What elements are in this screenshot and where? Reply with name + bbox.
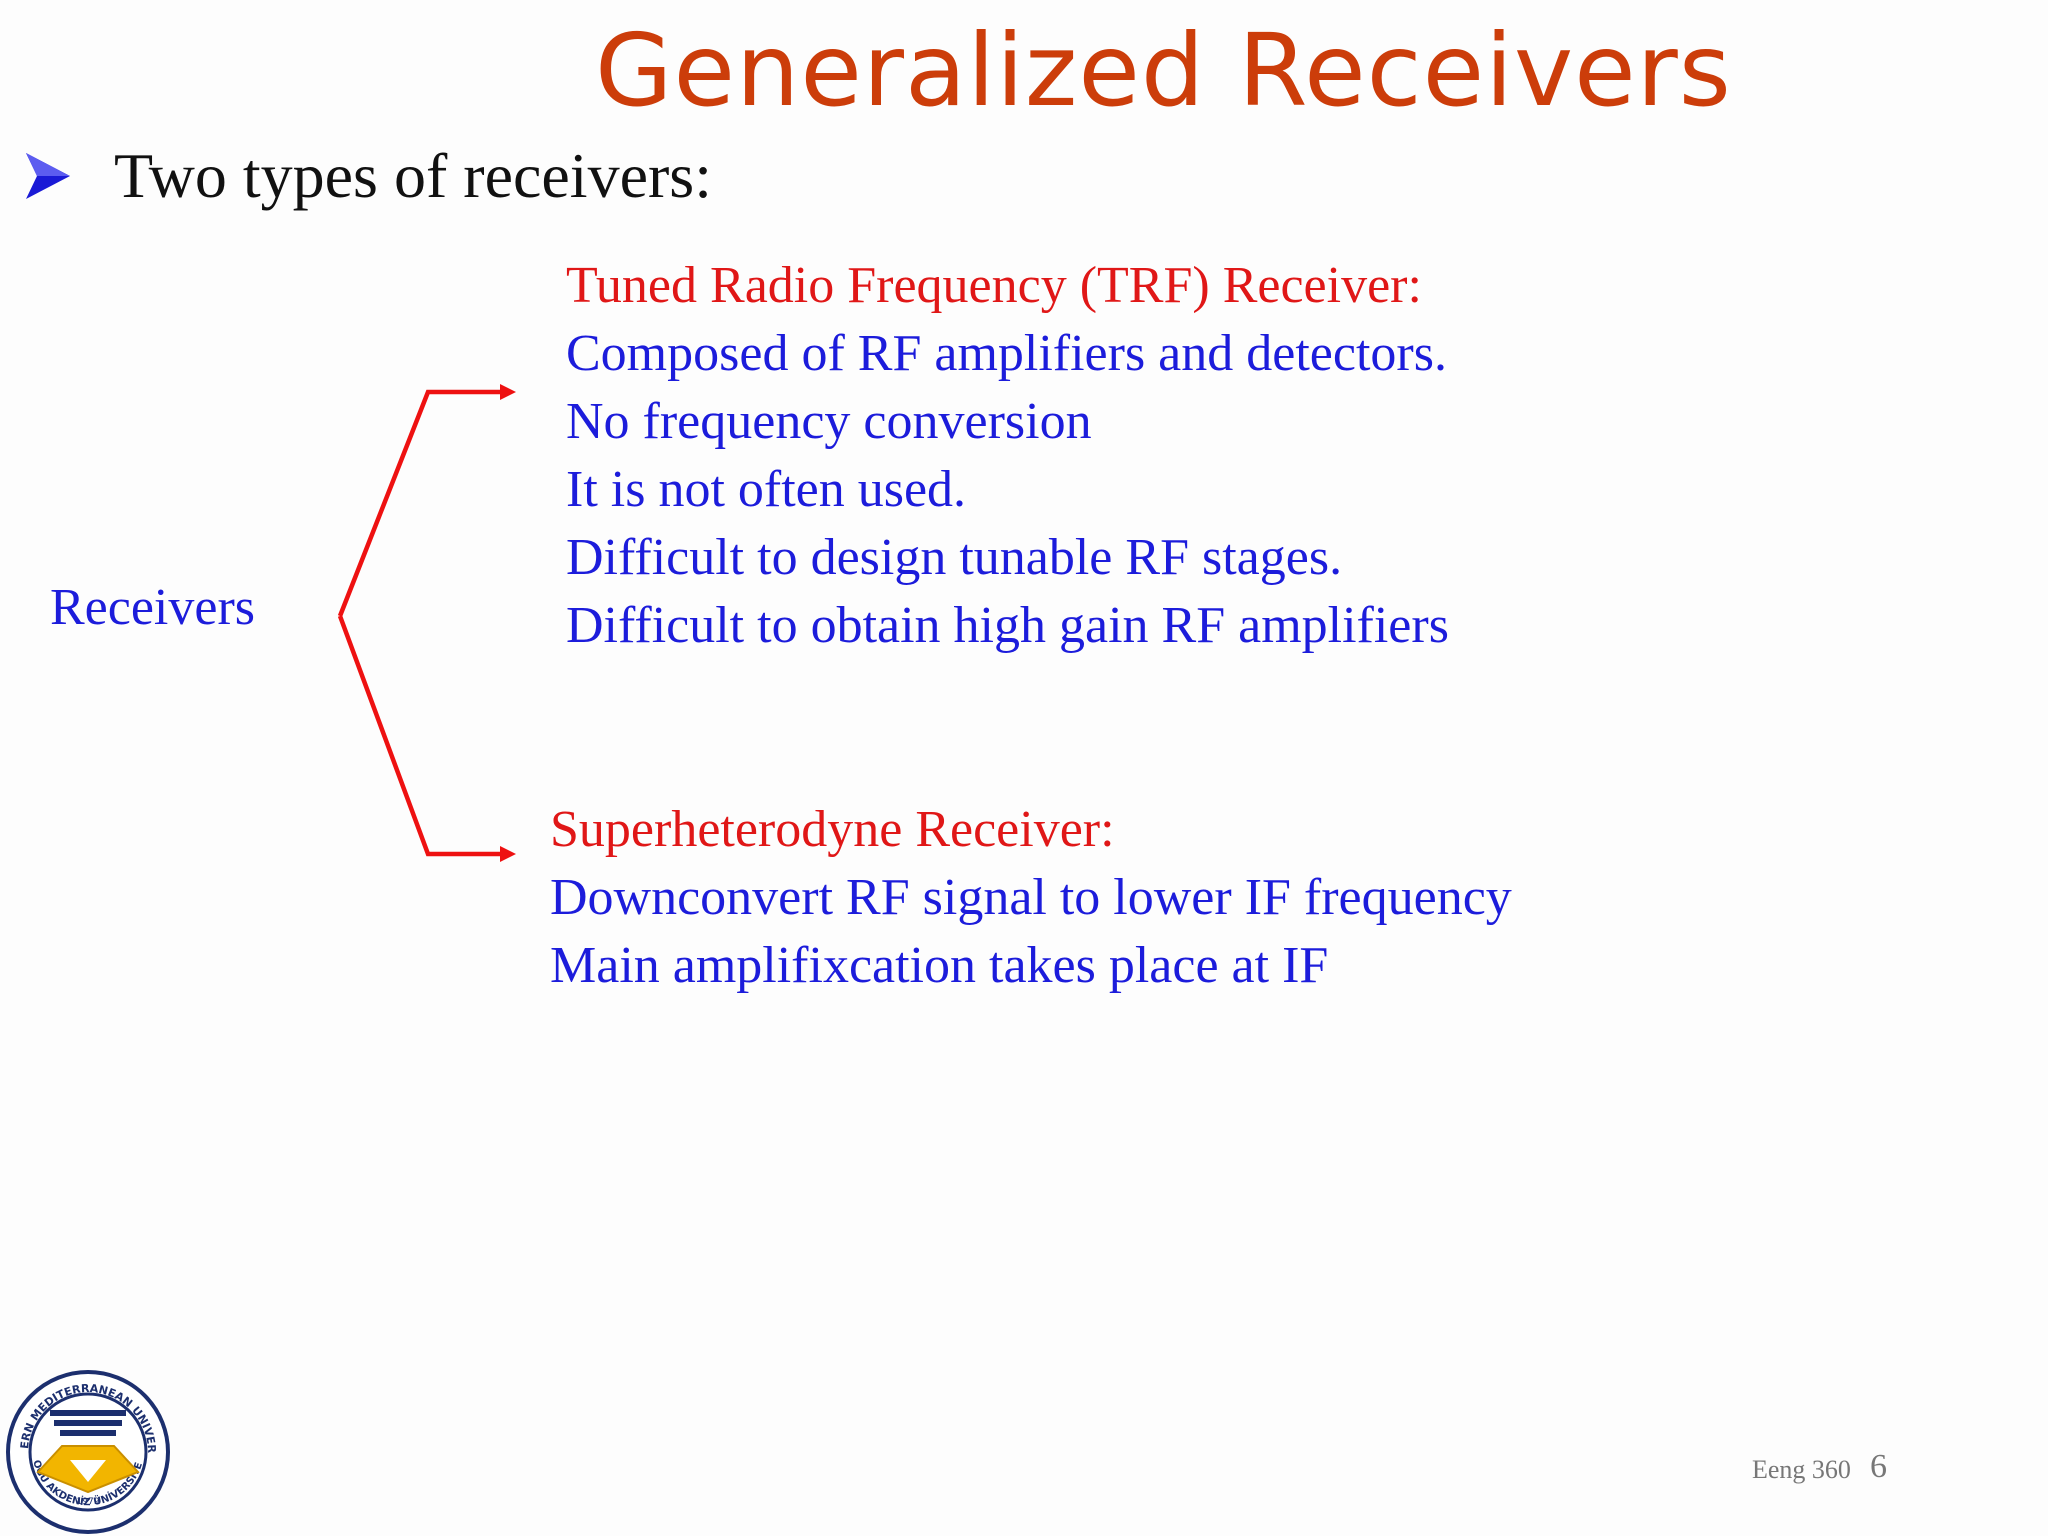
branch-upper-arrowhead xyxy=(500,384,516,400)
trf-line: It is not often used. xyxy=(566,461,967,518)
superheterodyne-line: Main amplifixcation takes place at IF xyxy=(550,937,1329,994)
trf-line: No frequency conversion xyxy=(566,393,1092,450)
trf-heading: Tuned Radio Frequency (TRF) Receiver: xyxy=(566,257,1422,314)
branch-lower-arrowhead xyxy=(500,846,516,862)
bullet-text: Two types of receivers: xyxy=(114,140,712,211)
footer-course-label: Eeng 360 xyxy=(1752,1455,1851,1484)
seal-stripes xyxy=(50,1410,126,1436)
superheterodyne-line: Downconvert RF signal to lower IF freque… xyxy=(550,869,1512,926)
university-seal-logo: EASTERN MEDITERRANEAN UNIVERSITY DOĞU AK… xyxy=(4,1368,170,1534)
slide-title: Generalized Receivers xyxy=(595,12,1732,129)
arrowhead-bullet-icon xyxy=(26,153,70,199)
svg-text:1979: 1979 xyxy=(77,1497,100,1507)
trf-line: Composed of RF amplifiers and detectors. xyxy=(566,325,1447,382)
footer-page-number: 6 xyxy=(1870,1448,1887,1485)
superheterodyne-receiver-block: Superheterodyne Receiver: Downconvert RF… xyxy=(550,796,1512,1000)
trf-line: Difficult to design tunable RF stages. xyxy=(566,529,1343,586)
superheterodyne-heading: Superheterodyne Receiver: xyxy=(550,801,1115,858)
trf-line: Difficult to obtain high gain RF amplifi… xyxy=(566,597,1449,654)
trf-receiver-block: Tuned Radio Frequency (TRF) Receiver: Co… xyxy=(566,252,1449,660)
branch-upper-line xyxy=(337,389,510,617)
bullet-item: Two types of receivers: xyxy=(24,136,712,216)
receivers-root-label: Receivers xyxy=(50,579,256,636)
branch-lower-line xyxy=(337,615,510,857)
